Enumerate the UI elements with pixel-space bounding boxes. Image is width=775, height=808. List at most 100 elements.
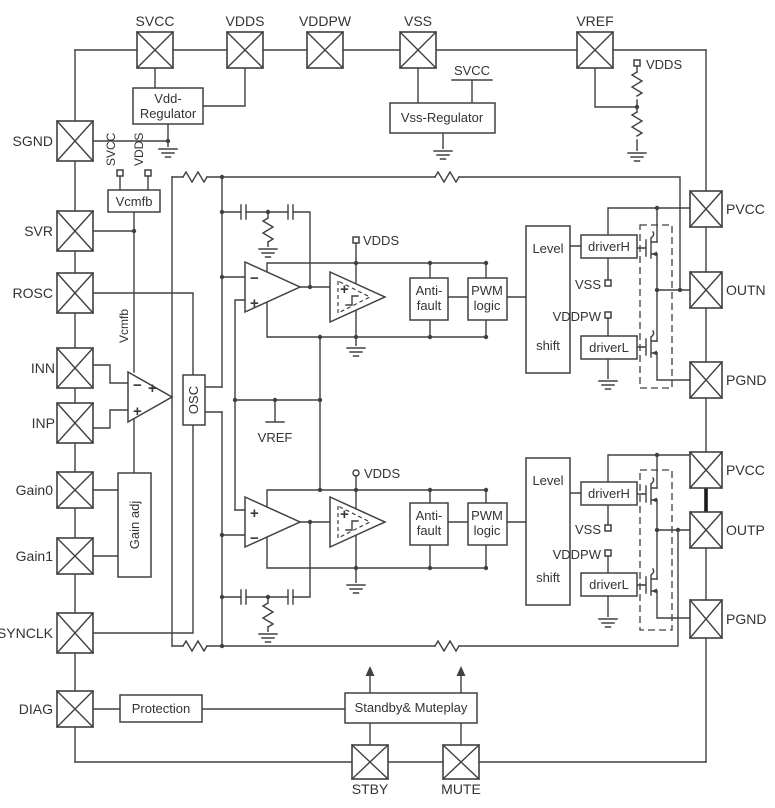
- pin-x-icon: [56, 120, 94, 162]
- low-side-fet: [642, 330, 658, 358]
- vdds-terminal: [144, 169, 152, 177]
- pin-label: VDDS: [226, 13, 265, 29]
- net-label-vddpw: VDDPW: [553, 309, 602, 324]
- svg-text:Gain adj: Gain adj: [127, 501, 142, 550]
- net-label-vddpw: VDDPW: [553, 547, 602, 562]
- pin-label: SVCC: [136, 13, 175, 29]
- pin-label: Gain0: [16, 482, 54, 498]
- anti-fault-block-ch1: Anti- fault: [409, 277, 449, 321]
- vss-terminal: [604, 524, 612, 532]
- svg-text:PWM: PWM: [471, 283, 503, 298]
- channel1-wires: [171, 171, 691, 511]
- pin-label: INP: [32, 415, 55, 431]
- pin-x-icon: [442, 744, 480, 780]
- net-labels: SVCC VDDS SVCC VDDS Vcmfb VREF VDDS VDDS…: [104, 57, 682, 562]
- svg-text:logic: logic: [474, 523, 501, 538]
- pin-label: VDDPW: [299, 13, 352, 29]
- pin-label: SGND: [13, 133, 53, 149]
- pin-x-icon: [689, 190, 723, 228]
- svg-text:fault: fault: [417, 523, 442, 538]
- svg-text:+: +: [340, 281, 349, 298]
- svg-text:Protection: Protection: [132, 701, 191, 716]
- pin-label: PVCC: [726, 462, 765, 478]
- pin-label: STBY: [352, 781, 389, 797]
- vdd-regulator-block: Vdd- Regulator: [132, 87, 204, 125]
- vcmfb-block: Vcmfb: [107, 189, 161, 213]
- high-side-fet: [642, 477, 658, 505]
- svg-text:fault: fault: [417, 298, 442, 313]
- pin-x-icon: [56, 690, 94, 728]
- pin-x-icon: [689, 361, 723, 399]
- svg-text:Level: Level: [532, 241, 563, 256]
- integrator-ch1: − +: [244, 260, 302, 314]
- vss-terminal: [604, 279, 612, 287]
- pin-label: PGND: [726, 372, 766, 388]
- pins: [56, 31, 723, 780]
- net-label-vss: VSS: [575, 277, 601, 292]
- svg-text:driverL: driverL: [589, 340, 629, 355]
- svcc-terminal: [116, 169, 124, 177]
- pin-x-icon: [56, 210, 94, 252]
- svg-text:−: −: [250, 270, 259, 287]
- vcmfb-wires: [92, 169, 194, 634]
- svg-text:shift: shift: [536, 338, 560, 353]
- svg-text:PWM: PWM: [471, 508, 503, 523]
- net-label-vdds: VDDS: [646, 57, 682, 72]
- svg-text:+: +: [250, 505, 259, 522]
- vddpw-terminal: [604, 549, 612, 557]
- pin-x-icon: [576, 31, 614, 69]
- svg-text:+: +: [250, 295, 259, 312]
- svg-text:Level: Level: [532, 473, 563, 488]
- vdds-terminal: [352, 236, 360, 244]
- arrow-up-icon: [456, 666, 466, 676]
- vdds-terminal: [633, 59, 641, 67]
- svg-text:driverH: driverH: [588, 486, 630, 501]
- pin-label: OUTN: [726, 282, 766, 298]
- pin-label: Gain1: [16, 548, 54, 564]
- pin-label: VREF: [576, 13, 613, 29]
- svg-text:Vcmfb: Vcmfb: [116, 194, 153, 209]
- svg-text:shift: shift: [536, 570, 560, 585]
- net-label-vdds: VDDS: [364, 466, 400, 481]
- vdds-terminal: [352, 469, 360, 477]
- pin-label: INN: [31, 360, 55, 376]
- svg-text:Vss-Regulator: Vss-Regulator: [401, 110, 484, 125]
- pin-x-icon: [689, 271, 723, 309]
- comparator-ch2: +: [329, 495, 387, 549]
- gain-adj-block: Gain adj: [117, 472, 152, 578]
- net-label-vcmfb: Vcmfb: [117, 309, 131, 343]
- svg-text:Regulator: Regulator: [140, 106, 197, 121]
- integrator-ch2: + −: [244, 495, 302, 549]
- pin-x-icon: [56, 272, 94, 314]
- net-label-vss: VSS: [575, 522, 601, 537]
- anti-fault-block-ch2: Anti- fault: [409, 502, 449, 546]
- driver-l-block-ch1: driverL: [580, 335, 638, 360]
- comparator-ch1: +: [329, 270, 387, 324]
- pin-x-icon: [226, 31, 264, 69]
- net-label-vref: VREF: [258, 430, 293, 445]
- pin-x-icon: [306, 31, 344, 69]
- driver-h-block-ch2: driverH: [580, 481, 638, 506]
- pin-x-icon: [56, 537, 94, 575]
- pin-label: PGND: [726, 611, 766, 627]
- standby-muteplay-block: Standby& Muteplay: [344, 692, 478, 724]
- pwm-logic-block-ch1: PWM logic: [467, 277, 508, 321]
- pin-label: DIAG: [19, 701, 53, 717]
- svg-text:driverH: driverH: [588, 239, 630, 254]
- pin-x-icon: [56, 612, 94, 654]
- pin-x-icon: [689, 511, 723, 549]
- driver-l-block-ch2: driverL: [580, 572, 638, 597]
- pin-x-icon: [399, 31, 437, 69]
- channel2-wires: [171, 411, 691, 652]
- net-label-svcc: SVCC: [454, 63, 490, 78]
- output-stage-dashed-box: [639, 469, 673, 631]
- svg-text:+: +: [148, 380, 157, 397]
- osc-block: OSC: [182, 374, 206, 426]
- input-amp: − + +: [127, 370, 174, 424]
- pin-labels: SVCC VDDS VDDPW VSS VREF SGND SVR ROSC I…: [0, 13, 766, 797]
- pin-x-icon: [56, 347, 94, 389]
- svg-text:+: +: [133, 403, 142, 420]
- svg-text:Anti-: Anti-: [416, 508, 443, 523]
- output-stage-dashed-box: [639, 224, 673, 389]
